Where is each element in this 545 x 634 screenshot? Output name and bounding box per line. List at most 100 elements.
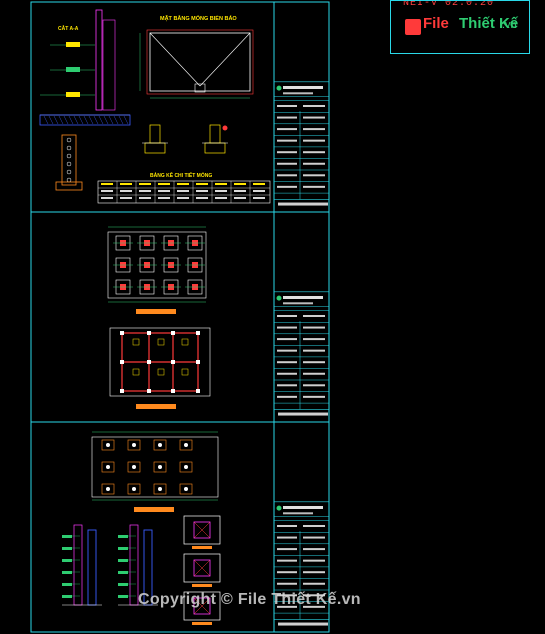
pier-detail [149,124,161,144]
callout-label [66,92,80,97]
slab-tag [157,368,165,376]
title-block-text [277,174,297,177]
title-block-text [277,162,297,165]
pad-footing [179,461,193,473]
column-marker [158,487,162,491]
title-block-text [277,105,297,107]
hatch-line [88,115,94,125]
title-block-text [277,395,297,398]
company-logo-icon [276,85,282,91]
section-title-bar [192,584,212,587]
table-cell-text [253,197,265,199]
hatch-line [103,115,109,125]
beam-column-node [196,360,200,364]
beam-column-node [120,389,124,393]
column-marker [106,487,110,491]
elev-callout [118,595,128,598]
pad-footing [153,439,167,451]
beam-column-node [147,389,151,393]
plan-diagonal [149,32,201,87]
title-block-text [303,139,325,142]
table-cell-text [253,183,265,185]
title-block-text [303,571,325,574]
title-block-text [303,315,325,317]
table-cell-text [158,190,170,192]
title-block-text [277,582,297,585]
title-block-text [303,548,325,551]
hatch-line [43,115,49,125]
title-block-text [277,185,297,188]
title-block-text [303,372,325,375]
table-cell-text [158,197,170,199]
slab-tag [132,338,140,346]
table-cell-text [139,183,151,185]
title-block-text [277,384,297,387]
title-block-text [303,151,325,154]
beam-column-node [120,360,124,364]
elev-callout [118,571,128,574]
beam-column-node [196,389,200,393]
rebar-circle [66,169,72,175]
column-marker [184,487,188,491]
elev-callout [118,583,128,586]
pad-footing [101,439,115,451]
hatch-line [68,115,74,125]
title-block-text [303,582,325,585]
plan-title-bar [136,309,176,314]
pad-footing [153,461,167,473]
copyright-watermark: Copyright © File Thiết Kế.vn [138,591,361,608]
beam-column-node [147,360,151,364]
section-cross [193,597,211,615]
company-logo-icon [276,505,282,511]
column-marker [184,443,188,447]
title-block-text [303,326,325,329]
column-elevation [129,524,139,606]
title-block-text [303,349,325,352]
column-marker [132,465,136,469]
plan-diagonal [199,32,251,87]
elev-callout [118,535,128,538]
footing-elevation [61,134,77,186]
section-detail-box [183,515,221,545]
title-block-text [303,594,325,597]
foundation-plan-border [146,29,254,95]
pad-footing [179,439,193,451]
title-block-company-text [283,512,313,515]
title-block-text [277,536,297,539]
table-cell-text [177,190,189,192]
rebar-circle [66,177,72,183]
elev-callout [62,547,72,550]
title-block-text [277,361,297,364]
title-block-company-text [283,86,323,89]
sheet1-section-label: CẮT A-A [58,24,79,32]
title-block-text [303,395,325,398]
beam-column-node [171,331,175,335]
title-block-text [277,548,297,551]
pad-footing [127,461,141,473]
pad-footing [127,483,141,495]
logo-file-word: File [423,15,449,32]
logo-vn-word: .vn [502,19,517,31]
title-block-text [303,116,325,119]
table-cell-text [253,190,265,192]
filethietke-logo[interactable]: NEI-V 02.0.20 File Thiết Kế .vn [390,0,530,54]
beam-column-node [147,331,151,335]
title-block-company-text [283,506,323,509]
title-block-text [303,105,325,107]
pad-footing [153,483,167,495]
footing-layout-outline [91,436,219,498]
title-block-text [303,174,325,177]
title-block-text [277,559,297,562]
title-block-text [277,326,297,329]
column-marker [106,443,110,447]
section-title-bar [192,622,212,625]
plan-title-bar [136,404,176,409]
table-cell-text [101,190,113,192]
sheet1-table-title: BẢNG KÊ CHI TIẾT MÓNG [150,171,212,179]
pad-footing [127,439,141,451]
section-detail-box [183,591,221,621]
title-block-text [303,338,325,341]
pier-detail [209,124,221,144]
table-cell-text [234,190,246,192]
